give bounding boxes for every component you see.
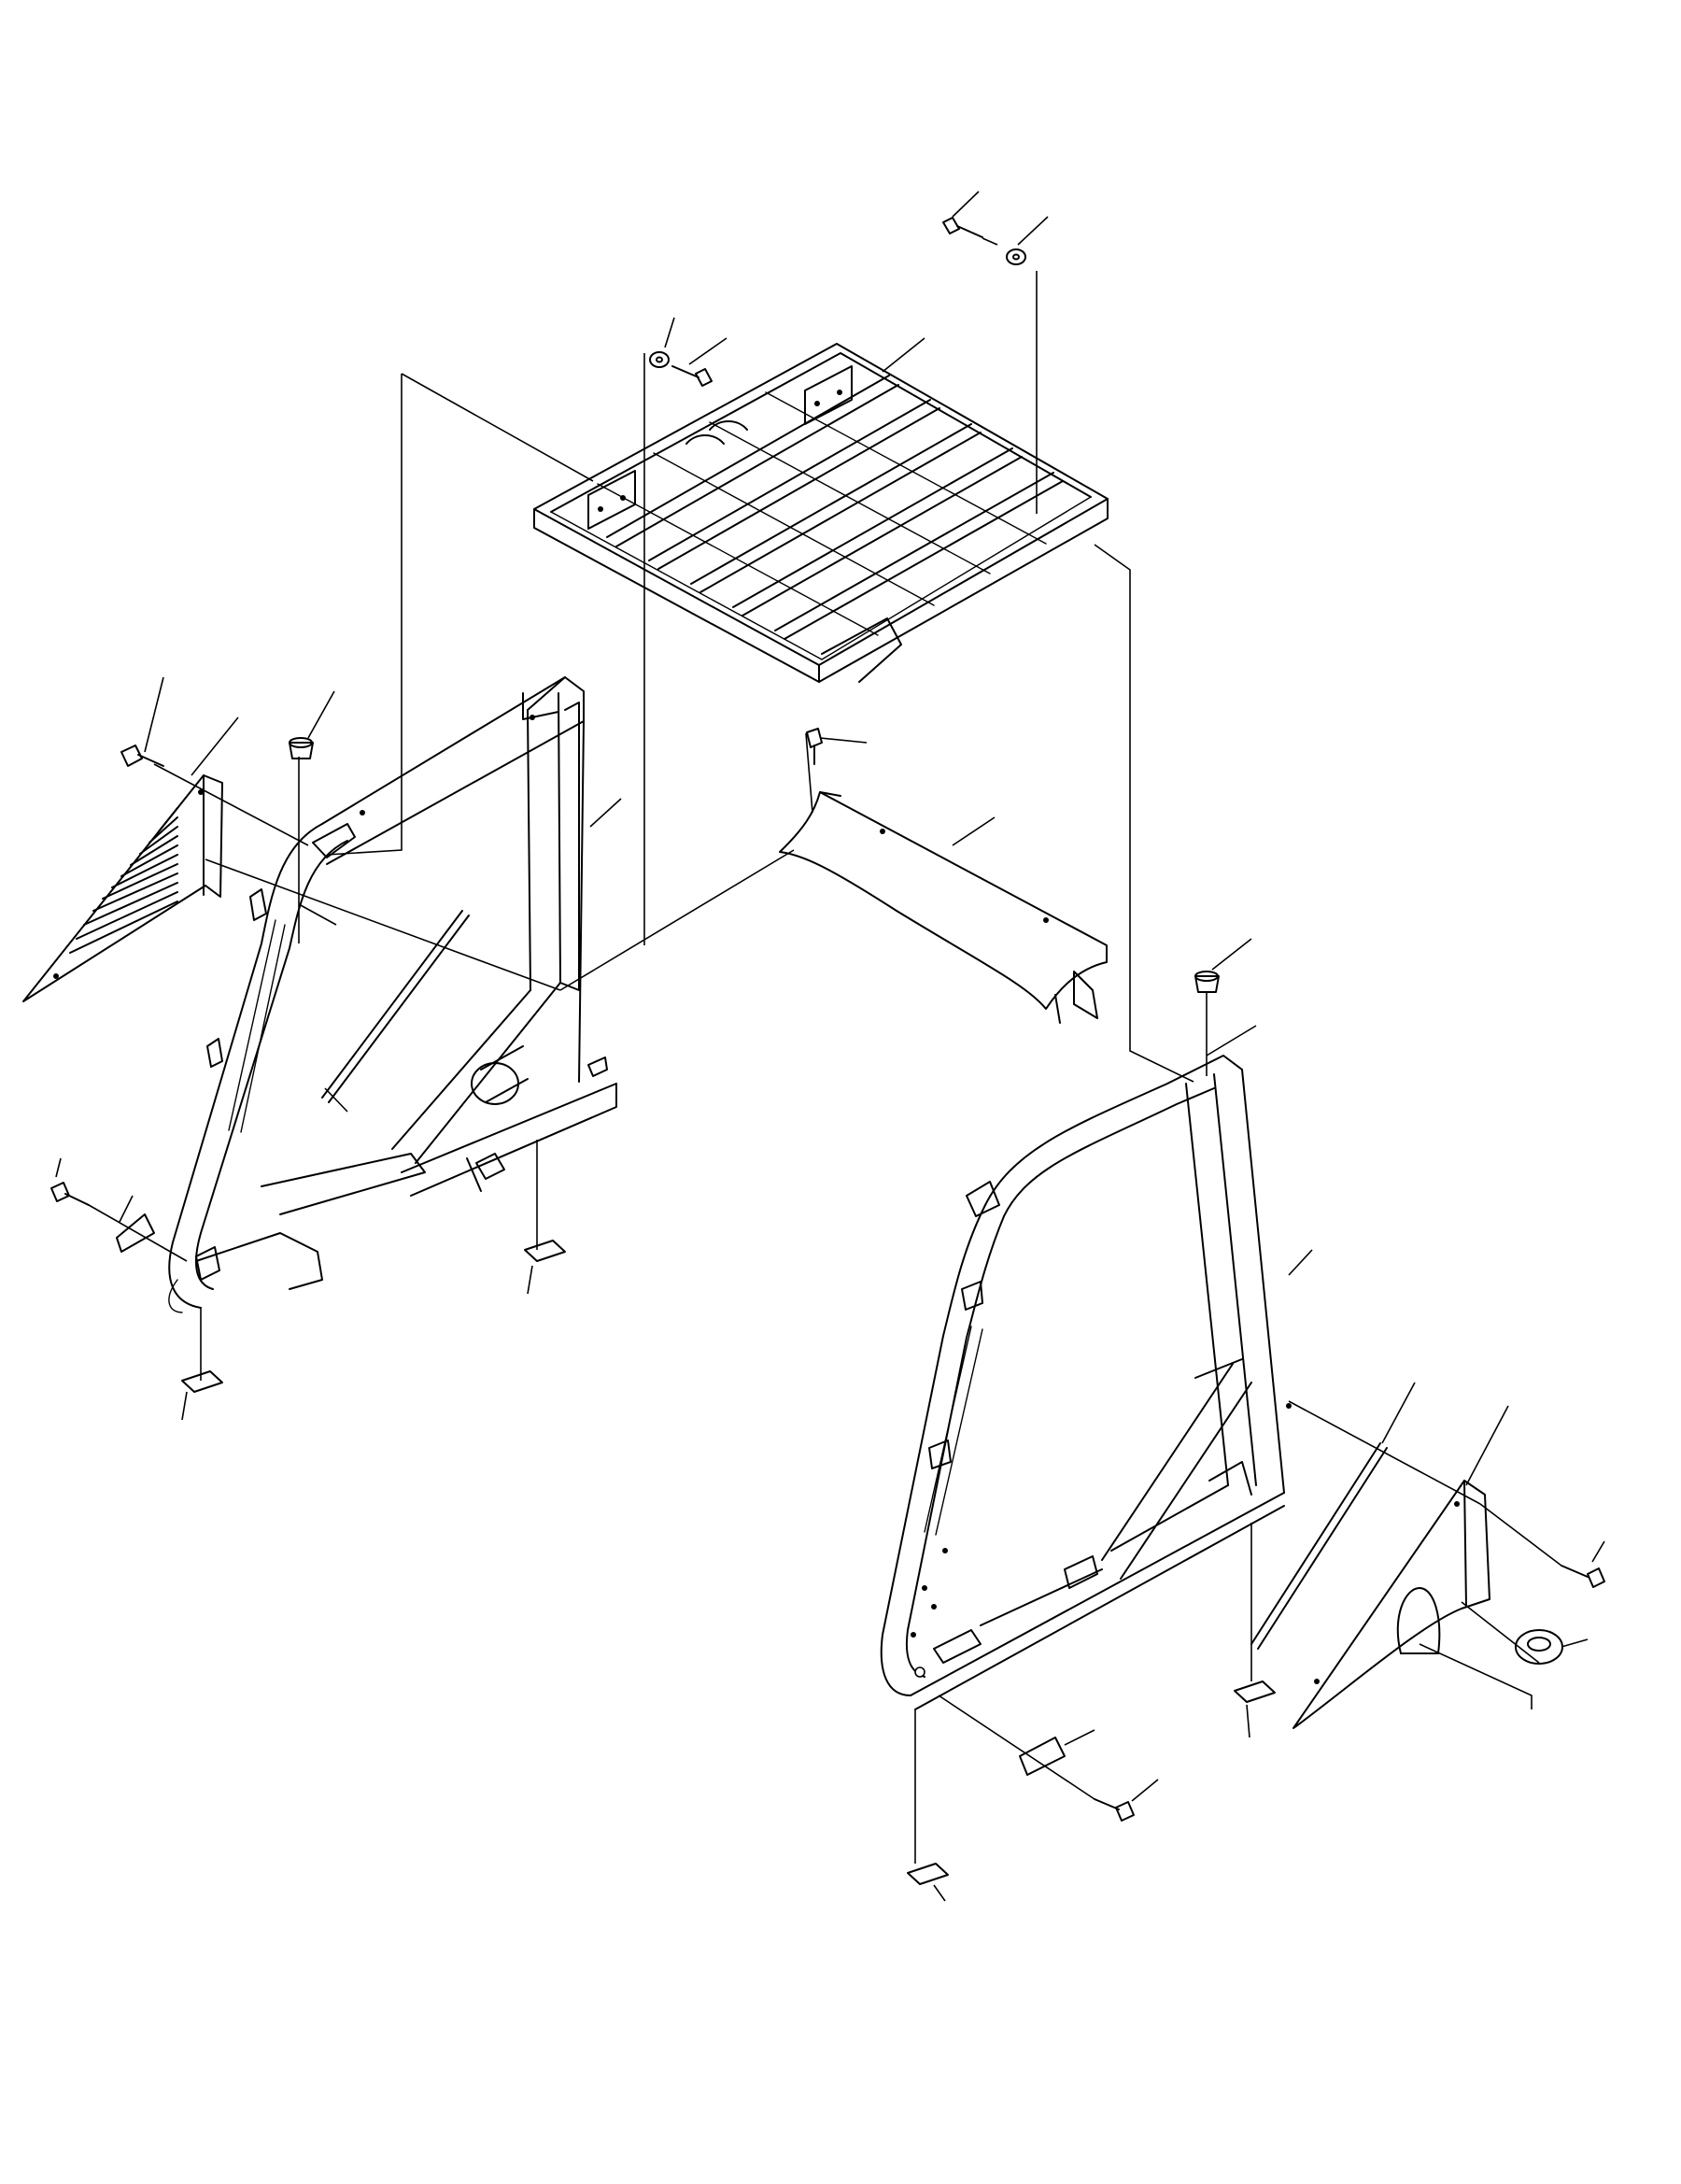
ring-grommet: [1515, 1629, 1563, 1665]
bolt: [50, 217, 1605, 1822]
rear-crossmember: [779, 791, 1108, 1024]
leader-lines: [55, 191, 1605, 1902]
right-side-panel: [1293, 1480, 1490, 1729]
left-door-seal-strip: [321, 910, 470, 1103]
rubber-bumper: [289, 737, 1220, 993]
mounting-pad: [181, 1240, 1276, 1885]
right-door-seal-strip: [1250, 1442, 1388, 1650]
washer: [649, 248, 1026, 368]
right-frame: [880, 1055, 1292, 1710]
cover-plate: [116, 1213, 1066, 1776]
left-side-panel: [22, 774, 223, 1002]
left-frame: [168, 676, 617, 1313]
roof-grille: [533, 343, 1109, 683]
